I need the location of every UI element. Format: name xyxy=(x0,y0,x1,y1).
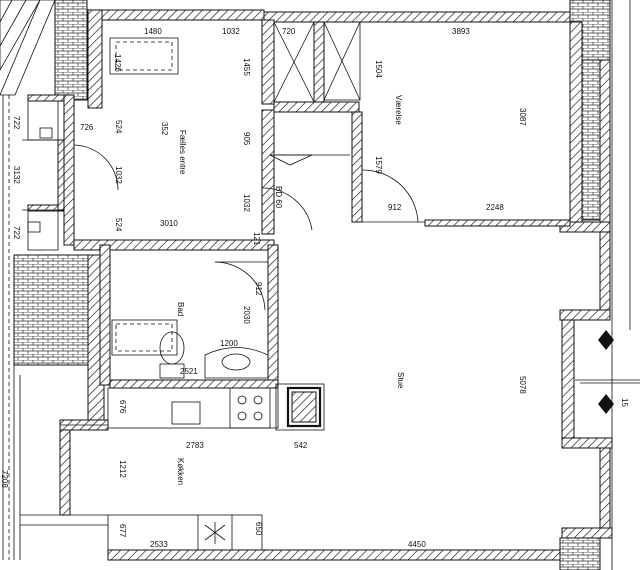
room-vaerelse: Værelse xyxy=(394,95,403,125)
dimension-label: 524 xyxy=(114,120,123,134)
dimension-label: 676 xyxy=(118,400,127,414)
dimension-label: 912 xyxy=(254,282,263,296)
dimension-label: 720 xyxy=(282,27,296,36)
fixtures xyxy=(60,37,419,551)
dimension-label: 2521 xyxy=(180,367,198,376)
dimension-label: 912 xyxy=(388,203,402,212)
room-stue: Stue xyxy=(396,372,405,389)
dimension-label: 121 xyxy=(252,232,261,246)
dimension-label: 1579 xyxy=(374,156,383,174)
dimension-label: 2248 xyxy=(486,203,504,212)
dimension-label: 352 xyxy=(160,122,169,136)
dimension-label: 722 xyxy=(12,116,21,130)
dimension-label: 1504 xyxy=(374,60,383,78)
left-exterior xyxy=(0,0,108,560)
room-faelles-entre: Fælles entre xyxy=(178,130,187,175)
dimension-label: 1455 xyxy=(242,58,251,76)
dimension-label: 1200 xyxy=(220,339,238,348)
dimension-label: 1032 xyxy=(242,194,251,212)
dimension-label: 1426 xyxy=(113,54,122,72)
dimension-label: 1480 xyxy=(144,27,162,36)
dimension-label: 905 xyxy=(242,132,251,146)
dimension-label: 15 xyxy=(620,398,629,407)
dimension-label: 1212 xyxy=(118,460,127,478)
dimension-label: 2533 xyxy=(150,540,168,549)
dimension-label: 3893 xyxy=(452,27,470,36)
dimension-label: 7208 xyxy=(0,470,9,488)
exterior-walls xyxy=(101,0,640,570)
room-bad: Bad xyxy=(176,302,185,316)
dimension-label: 524 xyxy=(114,218,123,232)
interior-walls xyxy=(59,19,571,431)
dimension-label: 5078 xyxy=(518,376,527,394)
dimension-labels: 1480 1032 720 3893 1426 1455 1504 726 52… xyxy=(0,27,629,549)
dimension-label: BD 60 xyxy=(274,186,283,209)
dimension-label: 1032 xyxy=(222,27,240,36)
dimension-label: 650 xyxy=(254,522,263,536)
dimension-label: 722 xyxy=(12,226,21,240)
dimension-label: 677 xyxy=(118,524,127,538)
dimension-label: 2783 xyxy=(186,441,204,450)
dimension-label: 3087 xyxy=(518,108,527,126)
dimension-label: 542 xyxy=(294,441,308,450)
dimension-label: 726 xyxy=(80,123,94,132)
room-labels: Fælles entre Værelse Bad Stue Køkken xyxy=(176,95,405,485)
dimension-label: 1032 xyxy=(114,166,123,184)
dimension-label: 3132 xyxy=(12,166,21,184)
dimension-label: 4450 xyxy=(408,540,426,549)
room-koekken: Køkken xyxy=(176,458,185,485)
dimension-label: 2030 xyxy=(242,306,251,324)
dimension-label: 3010 xyxy=(160,219,178,228)
